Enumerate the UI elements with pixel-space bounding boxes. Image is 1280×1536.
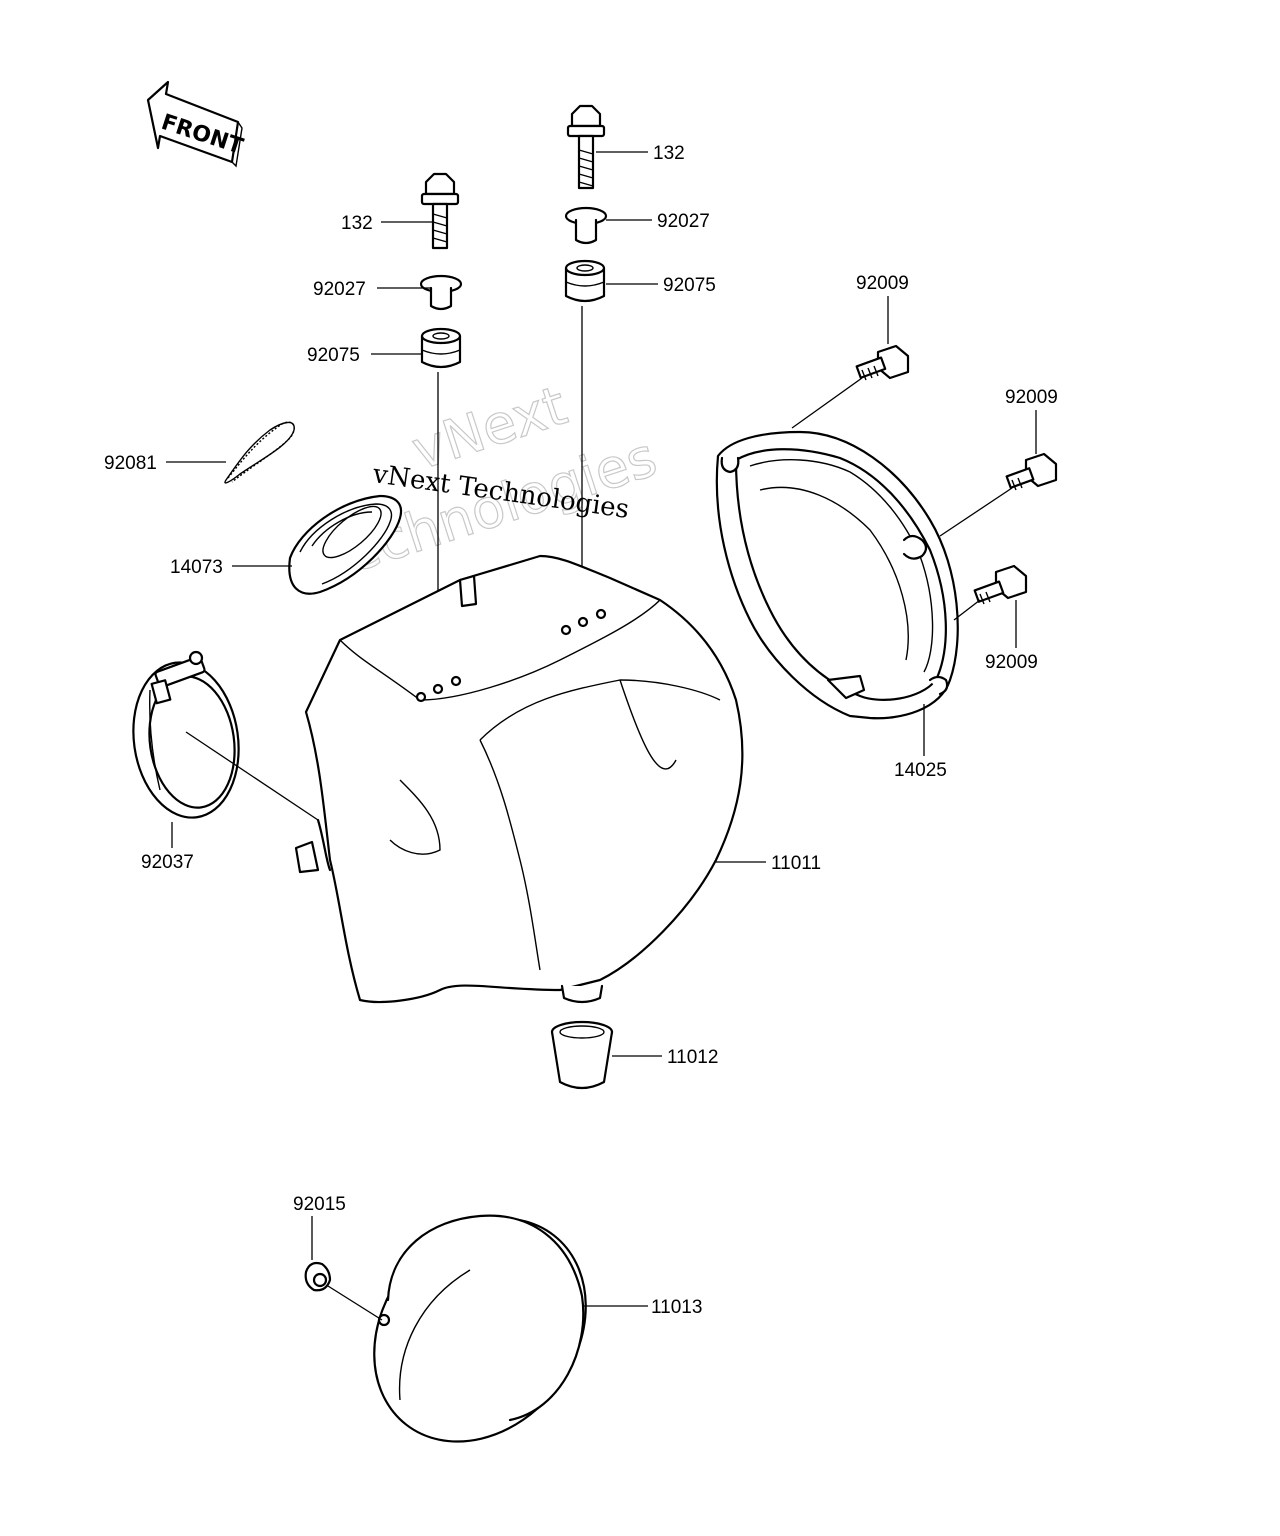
- grommet-92075-right: [564, 259, 606, 303]
- part-labels: 132 132 92027 92027 92075 92075 92009 92…: [104, 143, 1058, 1318]
- spring-92081: [224, 421, 295, 484]
- part-label: 92009: [856, 273, 909, 294]
- drain-cap-11012: [550, 1020, 614, 1090]
- part-label: 92009: [1005, 387, 1058, 408]
- part-label: 11013: [651, 1297, 702, 1318]
- collar-92027-left: [419, 274, 463, 311]
- part-label: 11011: [771, 853, 821, 874]
- wing-nut-92015: [304, 1261, 332, 1292]
- part-label: 92027: [657, 211, 710, 232]
- bolt-132-left: [420, 172, 460, 250]
- cover-11013: [373, 1214, 587, 1443]
- part-label: 14073: [170, 557, 223, 578]
- part-label: 14025: [894, 760, 947, 781]
- collar-92027-right: [564, 206, 608, 245]
- part-label: 92037: [141, 852, 194, 873]
- part-label: 11012: [667, 1047, 718, 1068]
- part-label: 92075: [307, 345, 360, 366]
- grommet-92075-left: [420, 327, 462, 369]
- gasket-frame-14025: [715, 430, 959, 720]
- part-label: 92081: [104, 453, 157, 474]
- clamp-92037: [132, 650, 240, 819]
- leader-lines: [166, 151, 1037, 1321]
- bolt-92009-top: [855, 344, 910, 381]
- bolt-92009-bottom: [973, 564, 1028, 605]
- part-label: 132: [653, 143, 685, 164]
- part-label: 92027: [313, 279, 366, 300]
- part-label: 92015: [293, 1194, 346, 1215]
- air-cleaner-case-11011: [294, 554, 744, 1004]
- duct-14073: [288, 494, 403, 595]
- part-label: 132: [341, 213, 373, 234]
- bolt-92009-middle: [1005, 452, 1058, 491]
- bolt-132-right: [566, 104, 606, 190]
- part-label: 92009: [985, 652, 1038, 673]
- front-arrow-icon: FRONT: [146, 80, 246, 168]
- part-label: 92075: [663, 275, 716, 296]
